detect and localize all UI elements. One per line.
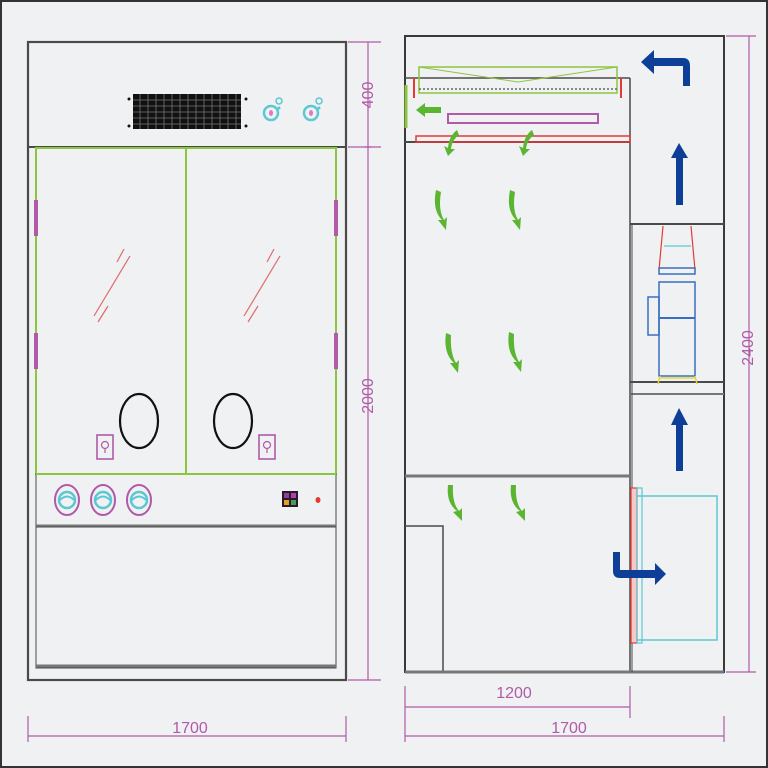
dimension-line	[726, 35, 756, 673]
pre-filter	[415, 135, 631, 143]
dimension-line	[404, 686, 725, 742]
dim-top-height: 400	[360, 82, 377, 109]
indicator-light-icon	[315, 497, 321, 503]
dim-body-height: 2000	[360, 378, 377, 414]
gauge-icon[interactable]	[90, 484, 116, 516]
glove-port-left[interactable]	[118, 392, 160, 450]
gauge-icon[interactable]	[54, 484, 80, 516]
glass-mark-icon	[93, 248, 281, 323]
hepa-filter	[413, 66, 622, 98]
dimension-line	[27, 716, 347, 742]
vent-grille-icon	[127, 94, 248, 129]
uv-lamp	[447, 113, 599, 124]
dimension-line	[348, 41, 381, 681]
blower-unit	[647, 225, 698, 385]
front-view: 400 2000 1700	[26, 40, 381, 742]
dim-total-height: 2400	[740, 330, 757, 366]
dim-front-width: 1700	[172, 720, 208, 737]
outlet-icon	[258, 434, 276, 460]
gauge-icon[interactable]	[126, 484, 152, 516]
exhaust-airflow-arrows	[613, 50, 690, 585]
dim-inner-width: 1200	[496, 685, 532, 702]
exhaust-filter	[630, 487, 638, 644]
control-display[interactable]	[282, 491, 298, 507]
top-knob-icon	[302, 97, 323, 122]
glove-port-right[interactable]	[212, 392, 254, 450]
dim-side-width: 1700	[551, 720, 587, 737]
outlet-icon	[96, 434, 114, 460]
top-knob-icon	[262, 97, 283, 122]
hinge-icon	[34, 200, 338, 369]
airflow-arrow-icon	[416, 103, 441, 117]
clean-airflow-arrows	[434, 130, 534, 521]
side-view: 2400 1200 1700	[404, 35, 757, 742]
